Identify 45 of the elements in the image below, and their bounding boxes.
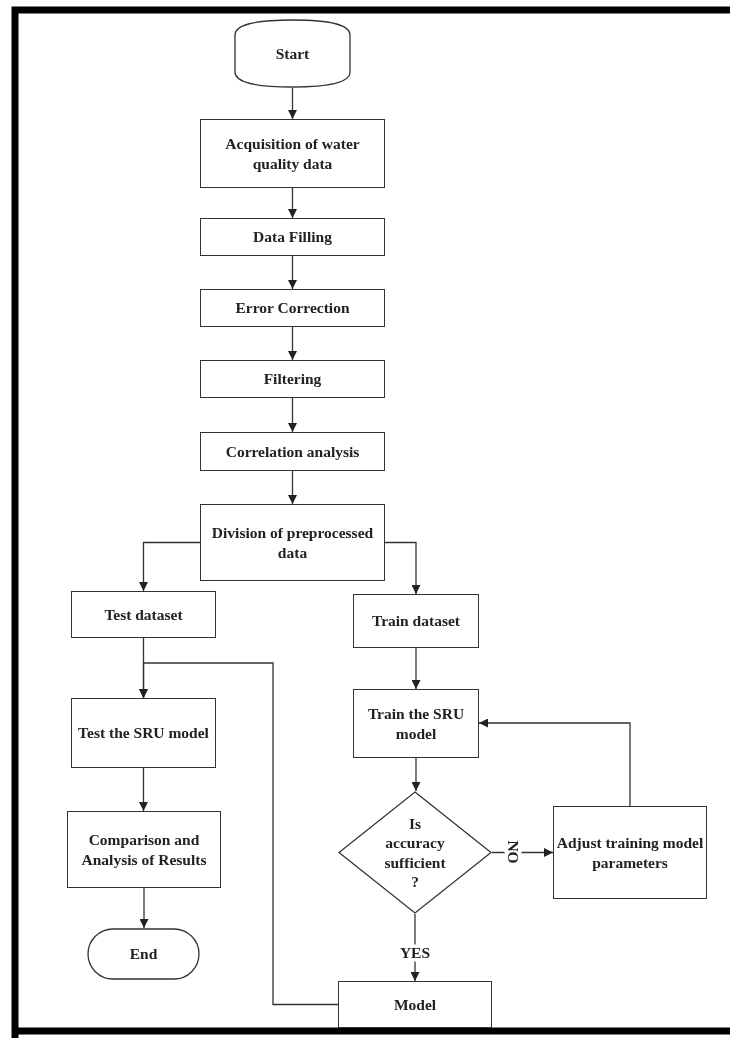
arrow [139, 541, 201, 592]
process-box [200, 432, 385, 471]
process-box [553, 806, 707, 899]
edge-label: YES [398, 944, 432, 962]
arrow [411, 647, 421, 690]
node-label: Adjust training model parameters [555, 833, 705, 872]
node-label: Acquisition of water quality data [224, 134, 361, 173]
arrow [288, 187, 297, 219]
arrow [139, 662, 339, 1006]
process-box [200, 504, 385, 581]
arrow [139, 887, 149, 929]
node-label: Correlation analysis [225, 441, 360, 462]
node-label: Division of preprocessed data [210, 523, 375, 562]
arrow [411, 757, 421, 792]
process-box [200, 289, 385, 327]
process-box [200, 119, 385, 188]
process-box [71, 591, 216, 638]
node-label: Is accuracy sufficient ? [383, 813, 447, 892]
process-box [200, 218, 385, 256]
node-label: Filtering [263, 369, 322, 389]
node-label: End [129, 944, 158, 964]
process-box [353, 594, 479, 648]
process-box [67, 811, 221, 888]
node-label: Train the SRU model [366, 704, 466, 743]
node-label: Data Filling [253, 227, 332, 247]
node-label: Model [393, 994, 437, 1015]
process-box [200, 360, 385, 398]
node-label: Test dataset [104, 604, 183, 625]
node-label: Train dataset [372, 611, 460, 631]
node-label: Test the SRU model [78, 723, 209, 743]
process-box [353, 689, 479, 758]
process-box [338, 981, 492, 1028]
arrow [384, 541, 421, 595]
node-label: Start [275, 43, 310, 64]
node-label: Error Correction [235, 298, 350, 318]
arrow [288, 255, 297, 290]
node-label: Comparison and Analysis of Results [80, 830, 208, 869]
process-box [71, 698, 216, 768]
arrow [139, 767, 148, 812]
arrow [288, 397, 297, 433]
arrow [478, 718, 631, 807]
arrow [288, 87, 297, 120]
arrow [288, 326, 297, 361]
edge-label: NO [504, 839, 522, 865]
arrow [288, 470, 297, 505]
